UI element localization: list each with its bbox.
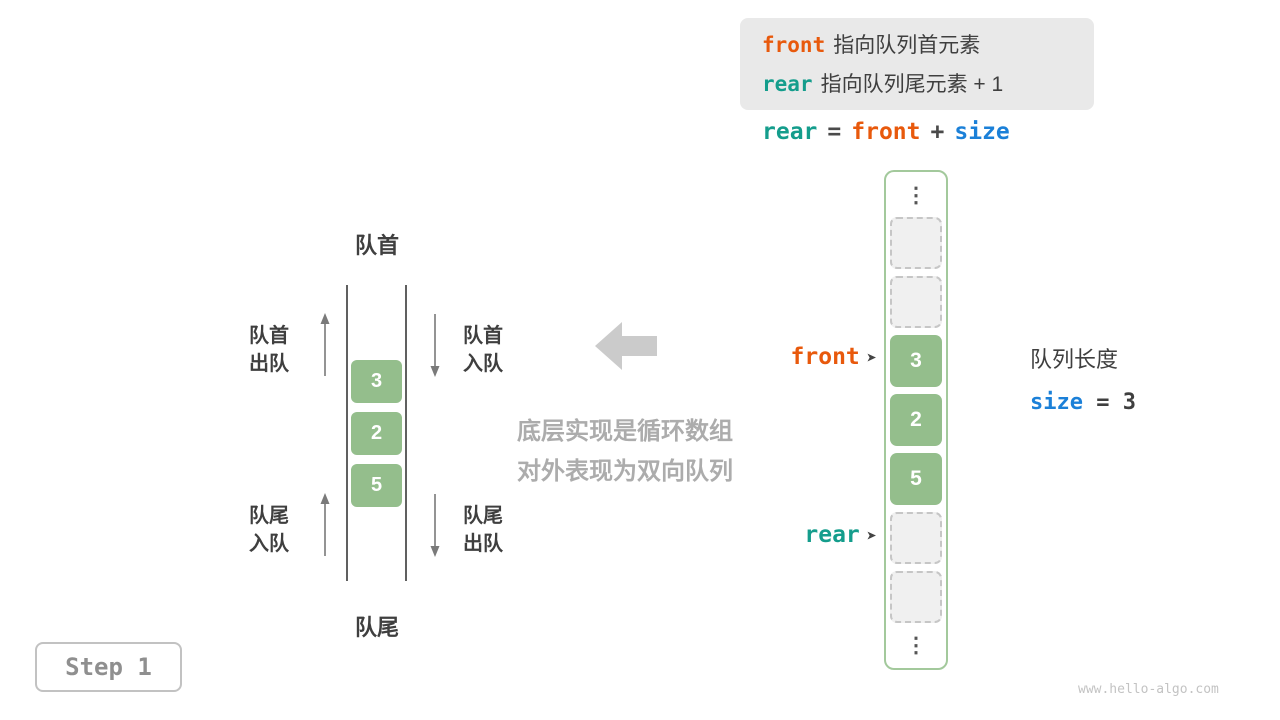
up-arrow-icon bbox=[320, 493, 330, 556]
size-value-line: size = 3 bbox=[1030, 390, 1136, 415]
pointer-formula: rear = front + size bbox=[762, 119, 1020, 145]
rear-pointer-arrow-icon: ➤ bbox=[866, 529, 876, 542]
rear-pointer-text: rear bbox=[804, 522, 860, 548]
formula-size: size bbox=[954, 119, 1010, 145]
array-cell-empty bbox=[890, 276, 942, 328]
rear-dequeue-label: 队尾 出队 bbox=[454, 502, 512, 558]
pointer-explanation-box: front 指向队列首元素 rear 指向队列尾元素 + 1 bbox=[740, 18, 1094, 110]
rear-pointer-label: rear ➤ bbox=[756, 522, 876, 548]
implementation-note-line1: 底层实现是循环数组 bbox=[517, 418, 733, 445]
array-cell-front: 3 bbox=[890, 335, 942, 387]
down-arrow-icon bbox=[430, 314, 440, 377]
queue-cell: 3 bbox=[351, 360, 402, 403]
watermark: www.hello-algo.com bbox=[1078, 682, 1219, 697]
rear-enqueue-label: 队尾 入队 bbox=[240, 502, 298, 558]
rear-enqueue-line2: 入队 bbox=[249, 533, 289, 555]
rear-keyword: rear bbox=[762, 72, 813, 96]
implementation-note-line2: 对外表现为双向队列 bbox=[517, 458, 733, 485]
queue-front-caption: 队首 bbox=[354, 233, 399, 258]
front-dequeue-label: 队首 出队 bbox=[240, 322, 298, 378]
array-cell: 2 bbox=[890, 394, 942, 446]
front-pointer-text: front bbox=[790, 344, 860, 370]
up-arrow-icon bbox=[320, 313, 330, 376]
down-arrow-icon bbox=[430, 494, 440, 557]
array-cell-tail: 5 bbox=[890, 453, 942, 505]
front-enqueue-line1: 队首 bbox=[463, 325, 503, 347]
front-enqueue-line2: 入队 bbox=[463, 353, 503, 375]
queue-cell: 5 bbox=[351, 464, 402, 507]
left-block-arrow-icon bbox=[595, 322, 657, 370]
queue-length-info: 队列长度 size = 3 bbox=[1030, 342, 1136, 415]
front-explanation: front 指向队列首元素 bbox=[762, 26, 1094, 65]
formula-front: front bbox=[851, 119, 921, 145]
array-cell-rear bbox=[890, 512, 942, 564]
front-pointer-label: front ➤ bbox=[756, 344, 876, 370]
ellipsis-bottom: ⋮ bbox=[905, 633, 927, 657]
front-keyword: front bbox=[762, 33, 826, 57]
queue-cell: 2 bbox=[351, 412, 402, 455]
queue-left-rail bbox=[346, 285, 348, 581]
front-dequeue-line2: 出队 bbox=[249, 353, 289, 375]
front-dequeue-line1: 队首 bbox=[249, 325, 289, 347]
formula-rear: rear bbox=[762, 119, 818, 145]
queue-length-label: 队列长度 bbox=[1030, 347, 1119, 372]
array-cell-empty bbox=[890, 571, 942, 623]
formula-plus: + bbox=[930, 119, 945, 145]
rear-enqueue-line1: 队尾 bbox=[249, 505, 289, 527]
circular-array: ⋮ 3 2 5 ⋮ bbox=[884, 170, 948, 670]
rear-explanation: rear 指向队列尾元素 + 1 bbox=[762, 65, 1094, 104]
size-keyword: size bbox=[1030, 390, 1083, 415]
formula-equals: = bbox=[827, 119, 842, 145]
step-badge: Step 1 bbox=[35, 642, 182, 692]
queue-rear-caption: 队尾 bbox=[354, 615, 399, 640]
front-pointer-arrow-icon: ➤ bbox=[866, 351, 876, 364]
rear-dequeue-line1: 队尾 bbox=[463, 505, 503, 527]
front-explanation-text: 指向队列首元素 bbox=[833, 34, 981, 57]
implementation-note: 底层实现是循环数组 对外表现为双向队列 bbox=[460, 412, 790, 492]
queue-right-rail bbox=[405, 285, 407, 581]
front-enqueue-label: 队首 入队 bbox=[454, 322, 512, 378]
ellipsis-top: ⋮ bbox=[905, 183, 927, 207]
rear-explanation-text: 指向队列尾元素 + 1 bbox=[820, 73, 1004, 96]
size-value: = 3 bbox=[1096, 390, 1136, 415]
array-cell-empty bbox=[890, 217, 942, 269]
queue-cells: 3 2 5 bbox=[351, 360, 402, 507]
rear-dequeue-line2: 出队 bbox=[463, 533, 503, 555]
